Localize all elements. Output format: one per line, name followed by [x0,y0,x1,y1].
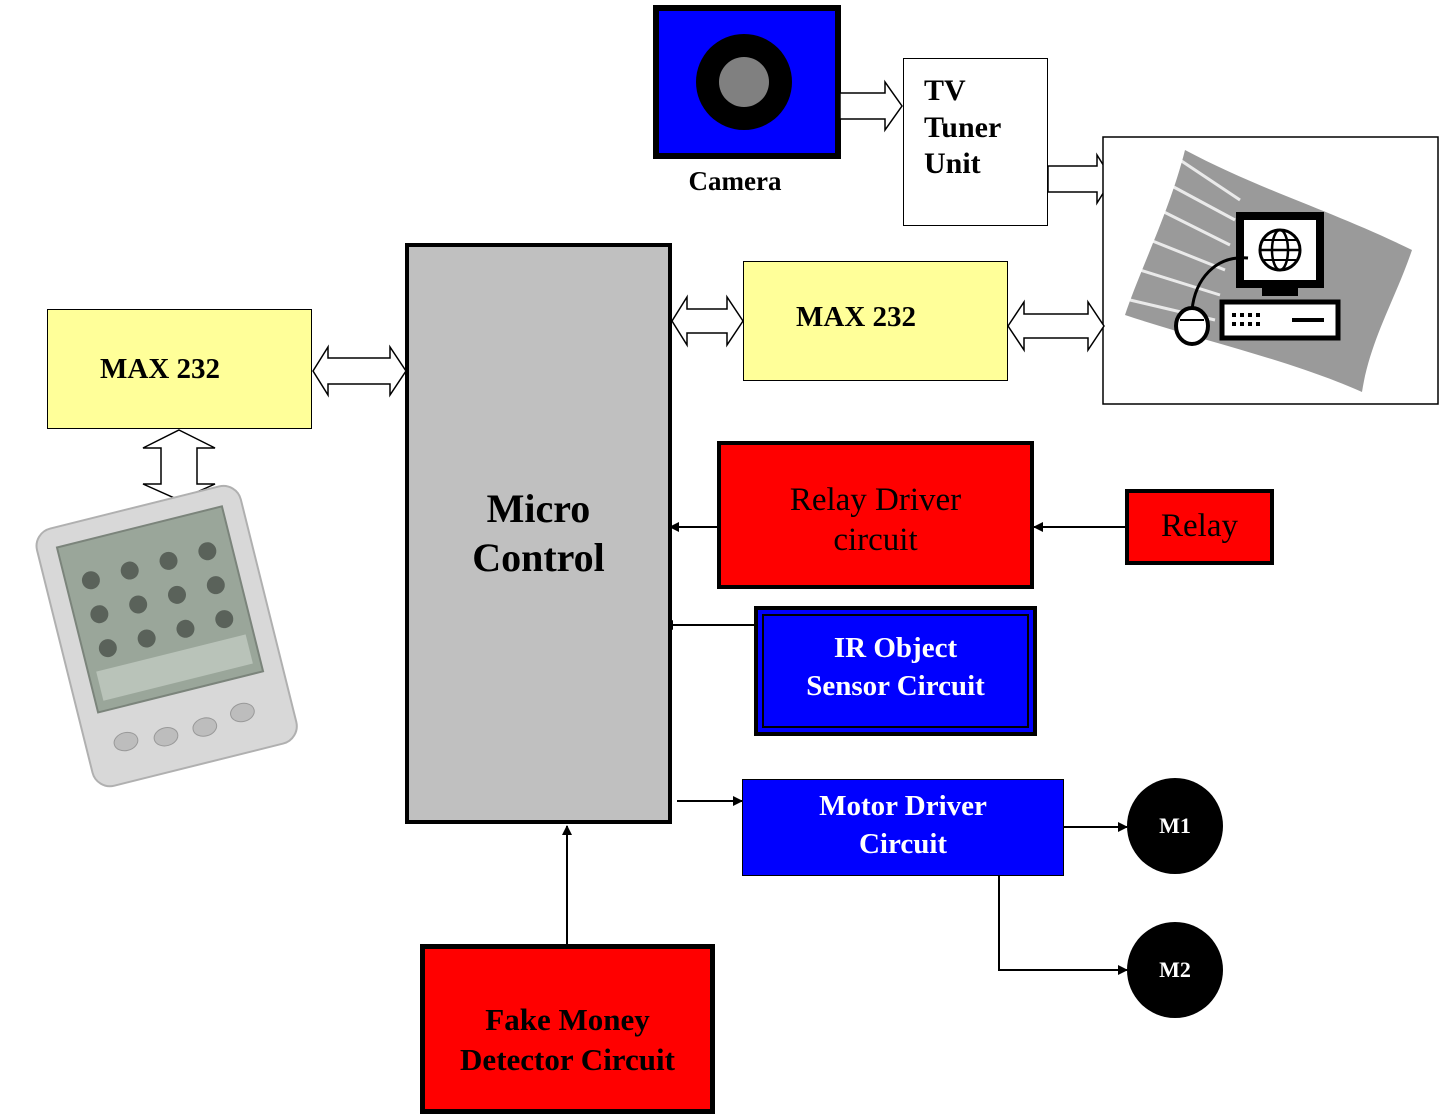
max232-right-label: MAX 232 [796,300,917,333]
fake-money-line-1: Fake Money [485,1001,650,1037]
camera-to-tuner-arrow [839,79,903,133]
motor-m2: M2 [1127,922,1223,1018]
ir-line-1: IR Object [833,632,958,664]
motor-driver-line-2: Circuit [858,827,948,860]
motor-driver-block: Motor Driver Circuit [742,779,1064,876]
micro-line-2: Control [472,534,605,580]
tv-tuner-line-3: Unit [924,147,981,181]
motor-m1: M1 [1127,778,1223,874]
max232-right-block: MAX 232 [743,261,1008,381]
pda-handheld-icon [35,484,298,788]
relay-label: Relay [1161,508,1238,545]
tv-tuner-line-2: Tuner [924,110,1002,144]
camera-icon [653,5,841,159]
relay-driver-line-2: circuit [833,522,918,558]
max232-right-to-pc-arrow [1007,299,1105,353]
tv-tuner-unit-block: TV Tuner Unit [903,58,1048,226]
ir-line-2: Sensor Circuit [806,669,985,702]
relay-driver-line-1: Relay Driver [789,481,962,518]
relay-driver-block: Relay Driver circuit [717,441,1034,589]
tv-tuner-line-1: TV [924,74,966,107]
fake-money-detector-block: Fake Money Detector Circuit [420,944,715,1114]
motor-driver-to-m2-arrow [998,876,1128,975]
max232-left-to-micro-arrow [312,344,407,398]
micro-control-block: Micro Control [405,243,672,824]
ir-object-sensor-block: IR Object Sensor Circuit [754,606,1037,736]
motor-driver-line-1: Motor Driver [819,789,987,822]
fake-money-line-2: Detector Circuit [460,1042,675,1077]
camera-label: Camera [688,166,782,194]
max232-left-label: MAX 232 [100,352,221,385]
relay-block: Relay [1125,489,1274,565]
micro-to-max232-right-arrow [671,294,744,348]
micro-line-1: Micro [486,486,591,531]
desktop-computer-icon [1102,136,1439,405]
max232-left-block: MAX 232 [47,309,312,429]
